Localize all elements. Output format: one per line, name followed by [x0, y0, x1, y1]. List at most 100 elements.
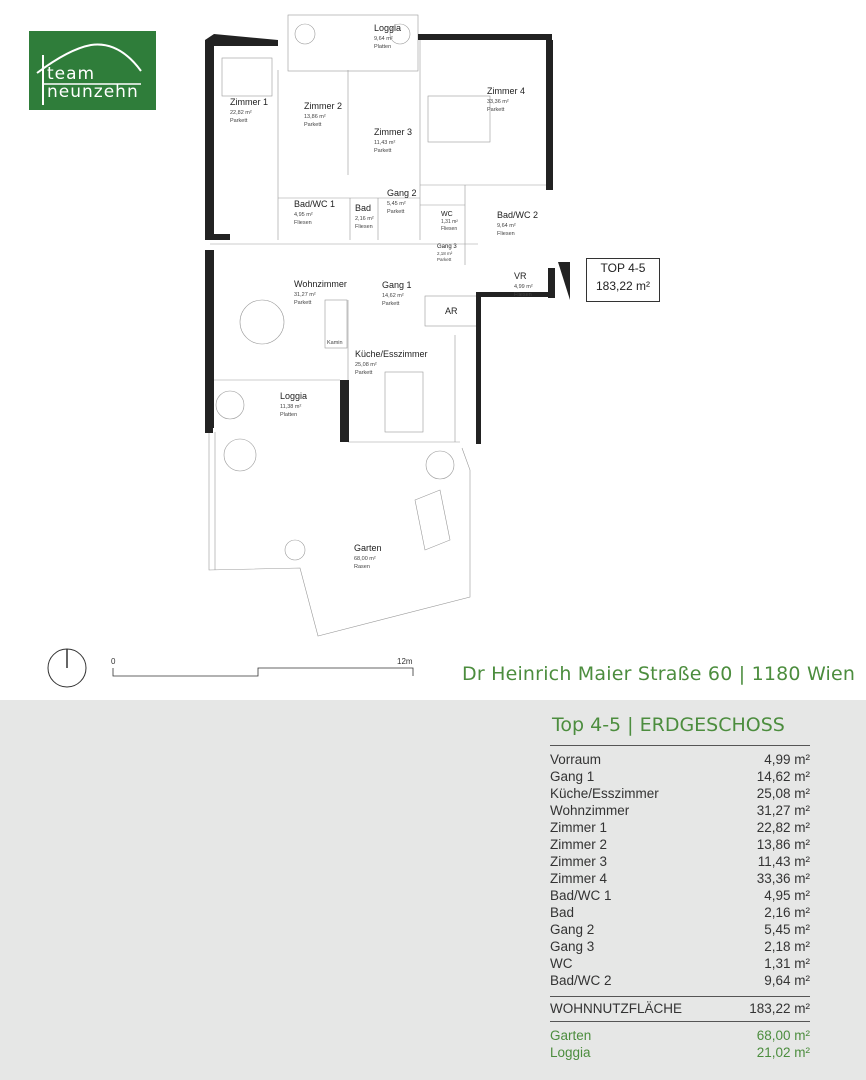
area-row: Zimmer 3 11,43 m²: [550, 853, 810, 870]
area-row-label: WC: [550, 956, 573, 971]
address: Dr Heinrich Maier Straße 60 | 1180 Wien: [462, 663, 856, 685]
room-name: Zimmer 1: [230, 97, 268, 107]
wall-zimmer4-east: [546, 40, 553, 190]
room-name: Gang 1: [382, 280, 412, 290]
room-badwc1: Bad/WC 1 4,95 m² Fliesen: [294, 199, 335, 226]
divider: [550, 996, 810, 997]
room-gang3: Gang 3 2,18 m² Parkett: [437, 244, 457, 262]
room-name: WC: [441, 211, 453, 218]
room-area: 2,16 m²: [355, 216, 374, 222]
room-zimmer3: Zimmer 3 11,43 m² Parkett: [374, 127, 412, 154]
total-value: 183,22 m²: [749, 1001, 810, 1016]
room-name: Wohnzimmer: [294, 279, 347, 289]
wall-zimmer4-top: [418, 34, 552, 40]
room-loggia-top: Loggia 9,64 m² Platten: [374, 23, 401, 50]
room-floor: Platten: [374, 44, 391, 50]
room-name: Gang 3: [437, 244, 457, 250]
room-floor: Fliesen: [441, 226, 457, 232]
wall-vr-south: [478, 292, 555, 297]
room-floor: Platten: [280, 412, 297, 418]
scale-start: 0: [111, 657, 116, 666]
area-row: Garten 68,00 m²: [550, 1027, 810, 1044]
dining-table: [384, 371, 424, 433]
wall-corner: [205, 425, 213, 433]
area-row-value: 1,31 m²: [764, 956, 810, 971]
area-row-label: Küche/Esszimmer: [550, 786, 659, 801]
room-area: 13,86 m²: [304, 114, 326, 120]
wall-west: [205, 250, 214, 428]
room-floor: Parkett: [387, 209, 405, 215]
room-floor: Rasen: [354, 564, 370, 570]
wall-kitchen-east: [476, 292, 481, 444]
logo-text-neunzehn: neunzehn: [47, 82, 139, 102]
room-badwc2: Bad/WC 2 9,64 m² Fliesen: [497, 210, 538, 237]
divider: [550, 1021, 810, 1022]
room-name: Bad/WC 2: [497, 210, 538, 220]
room-area: 4,95 m²: [294, 212, 313, 218]
wall-vr-east: [548, 268, 555, 298]
area-row-value: 2,18 m²: [764, 939, 810, 954]
room-area: 33,36 m²: [487, 99, 509, 105]
area-row-value: 22,82 m²: [756, 820, 810, 835]
area-row-value: 11,43 m²: [757, 854, 810, 869]
area-row-label: Garten: [550, 1028, 592, 1043]
room-vr: VR 4,99 m² Fliesen: [514, 271, 533, 298]
room-area: 22,82 m²: [230, 110, 252, 116]
room-floor: Fliesen: [497, 231, 515, 237]
area-row: Zimmer 1 22,82 m²: [550, 819, 810, 836]
area-row-value: 25,08 m²: [756, 786, 810, 801]
room-name: Bad: [355, 203, 371, 213]
area-row-label: Zimmer 3: [550, 854, 607, 869]
room-area: 9,64 m²: [497, 223, 516, 229]
room-area: 4,99 m²: [514, 284, 533, 290]
room-name: Zimmer 3: [374, 127, 412, 137]
area-row-value: 9,64 m²: [764, 973, 810, 988]
room-floor: Fliesen: [355, 224, 373, 230]
area-row-label: Zimmer 1: [550, 820, 607, 835]
room-name: Zimmer 2: [304, 101, 342, 111]
total-label: WOHNNUTZFLÄCHE: [550, 1001, 682, 1016]
area-row: Gang 1 14,62 m²: [550, 768, 810, 785]
room-area: 1,31 m²: [441, 219, 458, 225]
area-title: Top 4-5 | ERDGESCHOSS: [552, 714, 785, 736]
area-row-value: 68,00 m²: [756, 1028, 810, 1043]
room-area: 68,00 m²: [354, 556, 376, 562]
area-row-label: Bad/WC 1: [550, 888, 612, 903]
area-row-value: 13,86 m²: [756, 837, 810, 852]
area-row-label: Vorraum: [550, 752, 602, 767]
room-bad: Bad 2,16 m² Fliesen: [355, 203, 374, 230]
room-area: 25,08 m²: [355, 362, 377, 368]
area-row-value: 4,99 m²: [764, 752, 810, 767]
unit-label: TOP 4-5: [600, 261, 646, 275]
wall-kitchen-west: [340, 380, 349, 442]
divider: [550, 745, 810, 746]
entrance-arrow: [558, 262, 570, 300]
room-name: Zimmer 4: [487, 86, 525, 96]
area-row: Zimmer 2 13,86 m²: [550, 836, 810, 853]
room-zimmer1: Zimmer 1 22,82 m² Parkett: [230, 97, 268, 124]
garden-outline: [208, 432, 471, 637]
room-floor: Parkett: [374, 148, 392, 154]
area-row-label: Loggia: [550, 1045, 591, 1060]
room-name: Küche/Esszimmer: [355, 349, 428, 359]
logo-mark: [36, 43, 142, 105]
room-area: 31,27 m²: [294, 292, 316, 298]
kamin-outline: [324, 299, 348, 349]
room-floor: Parkett: [230, 118, 248, 124]
loggia-top-outline: [287, 14, 419, 72]
room-area: 11,43 m²: [374, 140, 395, 146]
room-name: Bad/WC 1: [294, 199, 335, 209]
area-row-value: 14,62 m²: [756, 769, 810, 784]
area-row-label: Wohnzimmer: [550, 803, 630, 818]
room-area: 11,38 m²: [280, 404, 301, 410]
area-row-value: 5,45 m²: [764, 922, 810, 937]
area-row-label: Gang 1: [550, 769, 595, 784]
area-row-label: Zimmer 2: [550, 837, 607, 852]
logo-text-team: team: [47, 64, 96, 84]
room-loggia-bottom: Loggia 11,38 m² Platten: [280, 391, 307, 418]
total-row: WOHNNUTZFLÄCHE 183,22 m²: [550, 1000, 810, 1017]
